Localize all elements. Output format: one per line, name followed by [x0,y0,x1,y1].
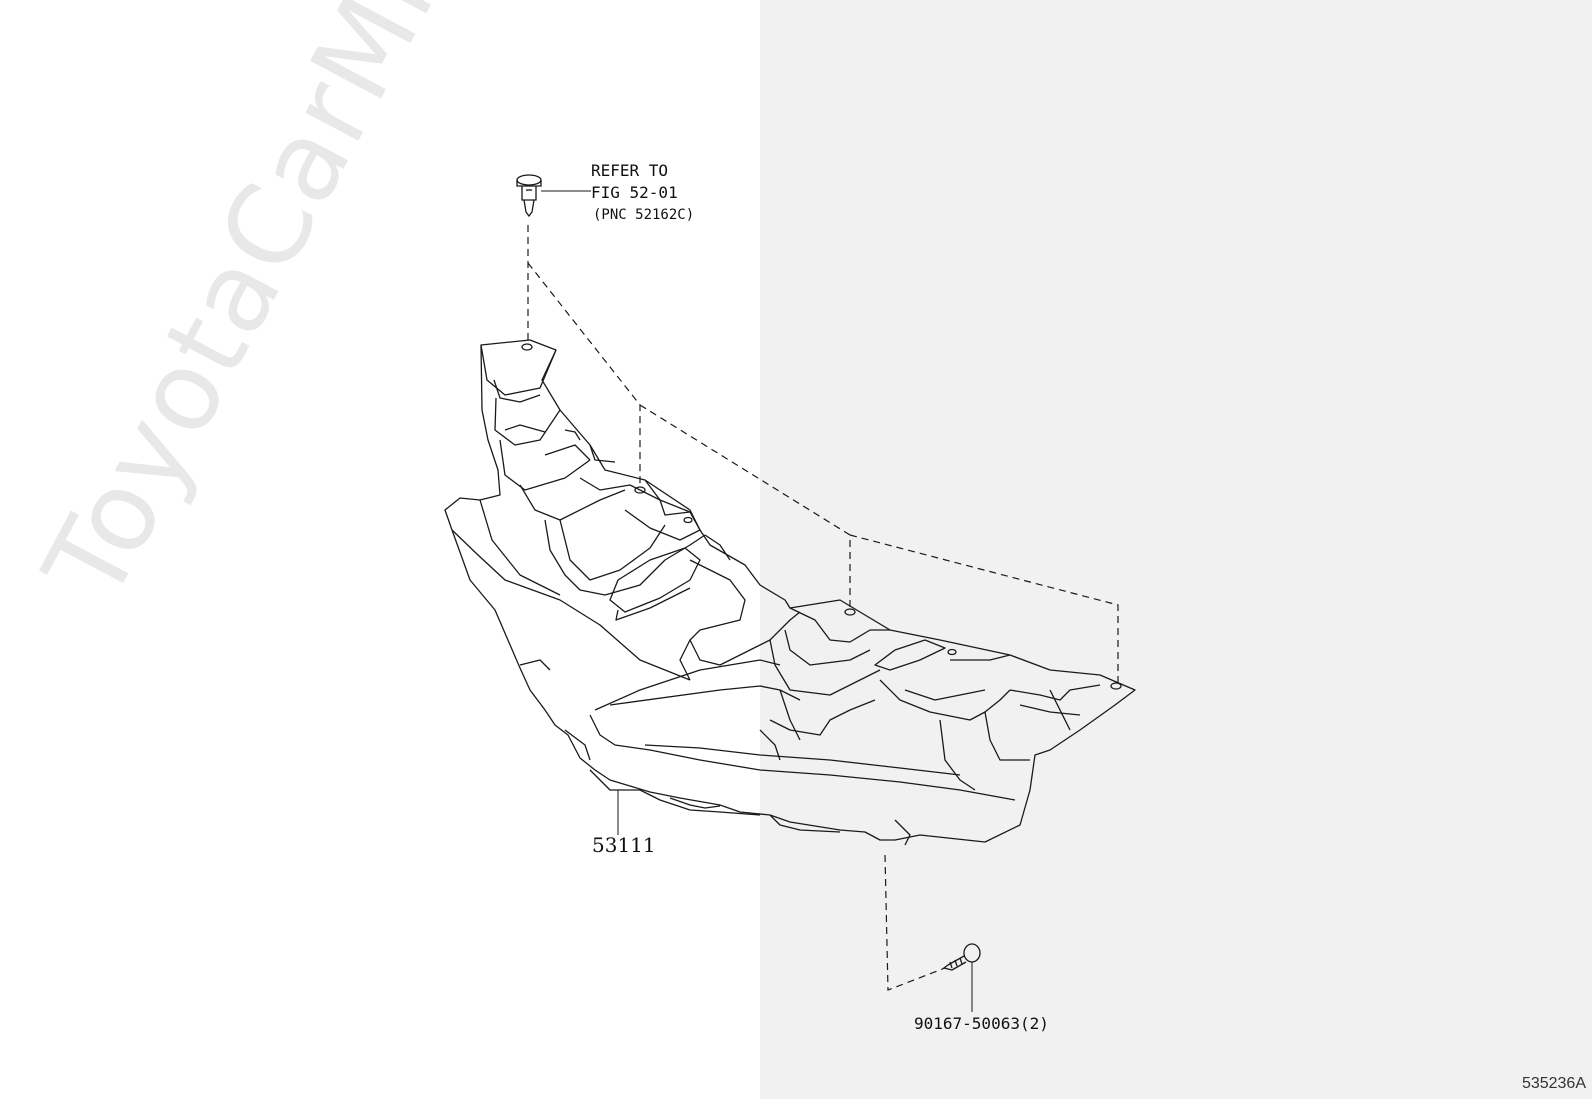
tab-top [480,344,557,396]
refer-line-1: REFER TO [591,161,669,180]
installation-dashed-lines [527,225,1119,991]
bracket-fold-2 [479,499,561,596]
grille-bracket-drawing [444,339,1136,846]
refer-line-2: FIG 52-01 [591,183,678,202]
clip-icon [516,174,542,218]
bolt-part-number[interactable]: 90167-50063(2) [914,1014,1049,1033]
bracket-fold-4 [589,714,1016,801]
figure-id: 535236A [1521,1075,1586,1092]
bracket-fold-1 [451,529,691,681]
refer-line-3: (PNC 52162C) [593,207,695,223]
bracket-outline [444,339,1136,843]
opening-2 [874,639,946,671]
bracket-fold-3 [594,659,781,711]
mounting-hole-3 [844,608,856,616]
bracket-lower-lip [589,769,761,816]
mounting-hole-1 [521,343,533,351]
opening-1 [609,547,701,613]
tab-right-1 [789,607,890,643]
bolt-icon [942,943,981,971]
clip-reference-label: REFER TO FIG 52-01 (PNC 52162C) [591,160,694,226]
main-part-number[interactable]: 53111 [592,833,656,857]
tab-mid [624,479,701,541]
mounting-hole-2 [634,486,646,494]
bracket-fold-6 [644,744,961,776]
bracket-fold-5 [609,685,801,706]
shaded-panel [760,0,1592,1099]
mounting-hole-4 [1110,682,1122,690]
